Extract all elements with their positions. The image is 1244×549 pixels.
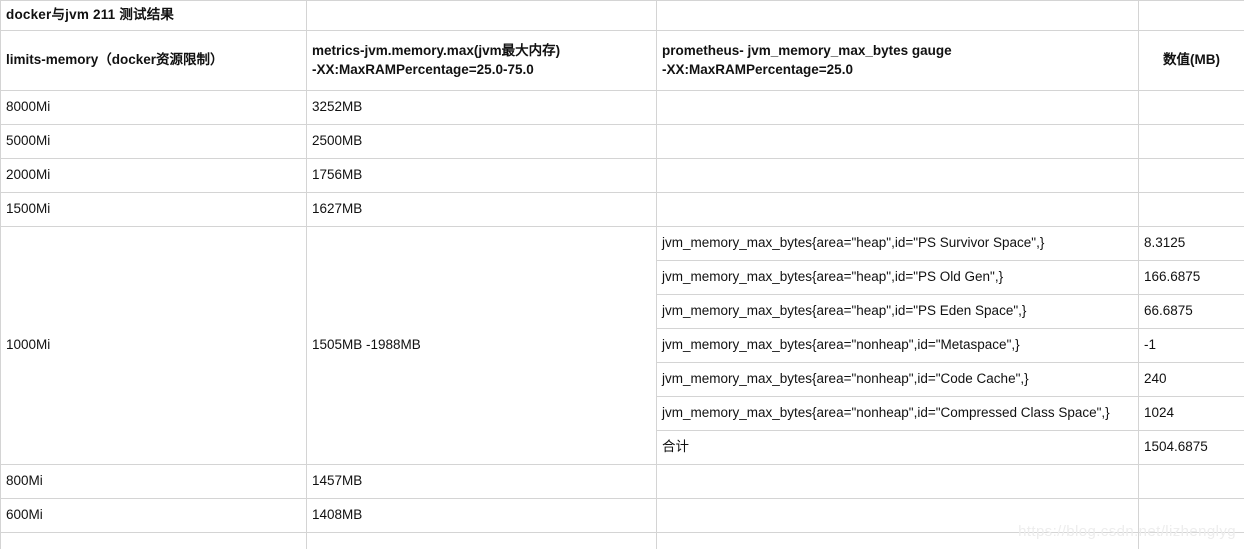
cell-metrics-merged: 1505MB -1988MB [306, 226, 657, 465]
header-prometheus-line2: -XX:MaxRAMPercentage=25.0 [662, 61, 853, 77]
table-row: 5000Mi 2500MB [0, 124, 1244, 159]
cell-limit: 800Mi [0, 464, 307, 499]
cell-value: 66.6875 [1138, 294, 1244, 329]
cell-prometheus: jvm_memory_max_bytes{area="heap",id="PS … [656, 260, 1139, 295]
table-row: 1500Mi 1627MB [0, 192, 1244, 227]
cell-value: 8.3125 [1138, 226, 1244, 261]
cell-value [1138, 532, 1244, 549]
cell-prometheus: jvm_memory_max_bytes{area="heap",id="PS … [656, 294, 1139, 329]
cell-metrics: 2500MB [306, 124, 657, 159]
header-metrics-line2: -XX:MaxRAMPercentage=25.0-75.0 [312, 61, 534, 77]
cell-metrics: 3252MB [306, 90, 657, 125]
cell-metrics [306, 532, 657, 549]
sheet-title: docker与jvm 211 测试结果 [0, 0, 307, 31]
cell-value [1138, 464, 1244, 499]
title-row-filler-3 [656, 0, 1139, 31]
header-metrics-line1: metrics-jvm.memory.max(jvm最大内存) [312, 43, 561, 59]
cell-limit: 600Mi [0, 498, 307, 533]
cell-value: 240 [1138, 362, 1244, 397]
cell-value-total: 1504.6875 [1138, 430, 1244, 465]
cell-prometheus [656, 124, 1139, 159]
cell-metrics: 1408MB [306, 498, 657, 533]
table-row [0, 532, 1244, 549]
header-limits-memory: limits-memory（docker资源限制） [0, 30, 307, 91]
cell-value [1138, 192, 1244, 227]
table-row: jvm_memory_max_bytes{area="nonheap",id="… [1, 396, 1244, 431]
header-prometheus-gauge: prometheus- jvm_memory_max_bytes gauge -… [656, 30, 1139, 91]
header-value-mb: 数值(MB) [1138, 30, 1244, 91]
title-row-filler-2 [306, 0, 657, 31]
table-row: 600Mi 1408MB [0, 498, 1244, 533]
table-header-row: limits-memory（docker资源限制） metrics-jvm.me… [0, 30, 1244, 91]
cell-limit [0, 532, 307, 549]
cell-prometheus: jvm_memory_max_bytes{area="nonheap",id="… [656, 328, 1139, 363]
cell-prometheus: jvm_memory_max_bytes{area="nonheap",id="… [656, 362, 1139, 397]
cell-prometheus-total-label: 合计 [656, 430, 1139, 465]
cell-limit: 8000Mi [0, 90, 307, 125]
cell-limit-merged: 1000Mi [0, 226, 307, 465]
cell-value [1138, 158, 1244, 193]
cell-value [1138, 498, 1244, 533]
cell-prometheus [656, 158, 1139, 193]
table-row-total: 合计 1504.6875 [1, 430, 1244, 465]
cell-metrics: 1756MB [306, 158, 657, 193]
table-row: jvm_memory_max_bytes{area="nonheap",id="… [1, 328, 1244, 363]
cell-prometheus [656, 464, 1139, 499]
table-row: jvm_memory_max_bytes{area="heap",id="PS … [1, 260, 1244, 295]
cell-value [1138, 90, 1244, 125]
cell-prometheus [656, 498, 1139, 533]
cell-value: 1024 [1138, 396, 1244, 431]
table-row: 1000Mi 1505MB -1988MB jvm_memory_max_byt… [0, 226, 1244, 465]
cell-prometheus: jvm_memory_max_bytes{area="nonheap",id="… [656, 396, 1139, 431]
cell-metrics: 1457MB [306, 464, 657, 499]
cell-metrics: 1627MB [306, 192, 657, 227]
cell-limit: 2000Mi [0, 158, 307, 193]
cell-prometheus [656, 90, 1139, 125]
cell-prometheus [656, 532, 1139, 549]
header-prometheus-line1: prometheus- jvm_memory_max_bytes gauge [662, 43, 952, 59]
table-row: 2000Mi 1756MB [0, 158, 1244, 193]
cell-prometheus [656, 192, 1139, 227]
cell-value: 166.6875 [1138, 260, 1244, 295]
cell-value: -1 [1138, 328, 1244, 363]
cell-limit: 5000Mi [0, 124, 307, 159]
table-row: jvm_memory_max_bytes{area="nonheap",id="… [1, 362, 1244, 397]
cell-value [1138, 124, 1244, 159]
header-metrics-jvm-memory-max: metrics-jvm.memory.max(jvm最大内存) -XX:MaxR… [306, 30, 657, 91]
cell-prometheus: jvm_memory_max_bytes{area="heap",id="PS … [656, 226, 1139, 261]
table-title-row: docker与jvm 211 测试结果 [0, 0, 1244, 31]
table-row: 800Mi 1457MB [0, 464, 1244, 499]
cell-limit: 1500Mi [0, 192, 307, 227]
table-row: 8000Mi 3252MB [0, 90, 1244, 125]
title-row-filler-4 [1138, 0, 1244, 31]
